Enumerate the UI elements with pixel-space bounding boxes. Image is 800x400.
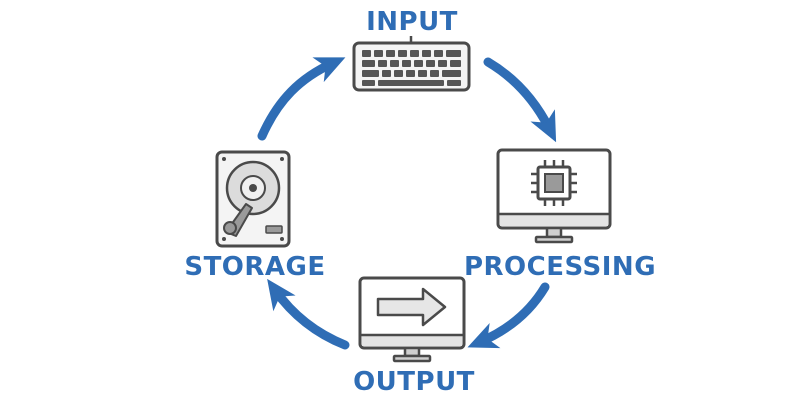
input-label: INPUT [366, 7, 458, 37]
processing-label: PROCESSING [464, 252, 656, 282]
right-arrow-icon [376, 287, 447, 327]
arrow-output-to-storage [267, 278, 350, 350]
storage-label: STORAGE [184, 252, 325, 282]
stage-output: OUTPUT [353, 276, 475, 397]
monitor-cpu-icon [496, 148, 612, 244]
stage-processing: PROCESSING [464, 148, 656, 282]
stage-input: INPUT [352, 7, 471, 92]
arrow-processing-to-output [467, 282, 550, 349]
arrow-storage-to-input [257, 57, 346, 141]
output-label: OUTPUT [353, 367, 475, 397]
monitor-arrow-icon [358, 276, 466, 363]
stage-storage: STORAGE [184, 150, 325, 282]
keyboard-icon [352, 36, 471, 92]
arrow-input-to-processing [483, 57, 557, 143]
hard-drive-icon [215, 150, 291, 248]
